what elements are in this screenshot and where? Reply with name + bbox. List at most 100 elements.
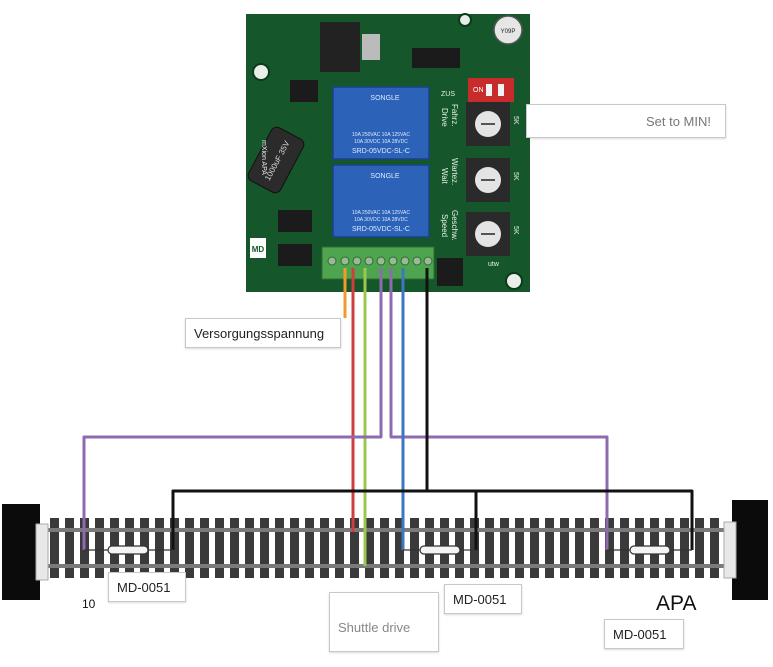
reed-sensor-left bbox=[84, 545, 173, 555]
silk-wait: Wait bbox=[440, 168, 449, 184]
sleeper bbox=[200, 518, 209, 578]
dip-toggle bbox=[486, 84, 492, 96]
wire-purple-left bbox=[82, 268, 383, 550]
shuttle-drive-label: Shuttle drive bbox=[329, 592, 439, 652]
wire-black-bus bbox=[171, 489, 694, 550]
relay-model: SRD-05VDC-SL-C bbox=[352, 226, 410, 233]
silk-speed: Speed bbox=[440, 214, 449, 237]
diode-chip bbox=[278, 210, 312, 232]
sleeper bbox=[185, 518, 194, 578]
sleeper bbox=[620, 518, 629, 578]
sleeper bbox=[260, 518, 269, 578]
sleeper bbox=[710, 518, 719, 578]
rail-top bbox=[40, 528, 730, 532]
sensor-label-right: MD-0051 bbox=[604, 619, 684, 649]
reed-sensor-right bbox=[607, 545, 692, 555]
sleeper bbox=[230, 518, 239, 578]
reed-sensors bbox=[84, 545, 692, 555]
buffer-stop-left bbox=[2, 504, 40, 600]
sensor-label-left: MD-0051 bbox=[108, 572, 186, 602]
mounting-hole bbox=[458, 13, 472, 27]
sleeper bbox=[680, 518, 689, 578]
wire-purple-right bbox=[389, 268, 609, 550]
sleeper bbox=[545, 518, 554, 578]
small-capacitor bbox=[493, 15, 523, 45]
sleeper bbox=[350, 518, 359, 578]
sleeper bbox=[560, 518, 569, 578]
md-logo bbox=[250, 238, 266, 258]
relay-2: SONGLE 10A 250VAC 10A 125VAC 10A 30VDC 1… bbox=[332, 164, 430, 238]
relay-rating: 10A 250VAC 10A 125VAC bbox=[352, 210, 410, 216]
silk-brand: mXion APA bbox=[260, 140, 267, 175]
potentiometer-speed bbox=[466, 212, 510, 256]
relay-1: SONGLE 10A 250VAC 10A 125VAC 10A 30VDC 1… bbox=[332, 86, 430, 160]
number-label: 10 bbox=[82, 597, 96, 611]
sleeper bbox=[245, 518, 254, 578]
electrolytic-capacitor: 1000uF 35V bbox=[247, 126, 305, 194]
sleeper bbox=[50, 518, 59, 578]
sleeper bbox=[575, 518, 584, 578]
silk-on: ON bbox=[473, 87, 484, 94]
sleeper bbox=[590, 518, 599, 578]
sleeper bbox=[530, 518, 539, 578]
relay-brand: SONGLE bbox=[370, 95, 400, 102]
dip-toggle bbox=[498, 84, 504, 96]
voltage-regulator bbox=[320, 22, 360, 72]
sleeper bbox=[695, 518, 704, 578]
sleeper bbox=[95, 518, 104, 578]
buffer-plate-left bbox=[35, 523, 49, 581]
pin-header bbox=[437, 258, 463, 286]
silk-geschw: Geschw. bbox=[450, 210, 459, 241]
pot-label: 5K bbox=[512, 116, 519, 125]
control-board: Y09P 1000uF 35V SONGLE 10A 250VAC 10A 12… bbox=[246, 13, 530, 292]
potentiometer-drive bbox=[466, 102, 510, 146]
rail-bottom bbox=[40, 564, 730, 568]
relay-model: SRD-05VDC-SL-C bbox=[352, 148, 410, 155]
md-logo-text: MD bbox=[252, 245, 265, 254]
sleeper bbox=[335, 518, 344, 578]
relay-rating: 10A 250VAC 10A 125VAC bbox=[352, 132, 410, 138]
sleeper bbox=[410, 518, 419, 578]
silk-zus: ZUS bbox=[441, 91, 455, 98]
sleeper bbox=[515, 518, 524, 578]
sleeper bbox=[485, 518, 494, 578]
sleeper bbox=[395, 518, 404, 578]
silk-drive: Drive bbox=[440, 108, 449, 127]
sleeper bbox=[380, 518, 389, 578]
relay-rating: 10A 30VDC 10A 28VDC bbox=[354, 139, 408, 145]
buffer-stop-right bbox=[732, 500, 768, 600]
mounting-hole bbox=[252, 63, 270, 81]
pot-label: 5K bbox=[512, 172, 519, 181]
ic-chip bbox=[412, 48, 460, 68]
silk-wartez: Wartez. bbox=[450, 158, 459, 185]
reed-sensor-middle bbox=[403, 545, 476, 555]
sleeper bbox=[500, 518, 509, 578]
sleeper bbox=[155, 518, 164, 578]
mounting-hole bbox=[505, 272, 523, 290]
relay-rating: 10A 30VDC 10A 28VDC bbox=[354, 217, 408, 223]
sleeper bbox=[290, 518, 299, 578]
supply-voltage-label: Versorgungsspannung bbox=[185, 318, 341, 348]
sleeper bbox=[365, 518, 374, 578]
diode-chip bbox=[278, 244, 312, 266]
apa-label: APA bbox=[656, 592, 697, 615]
sleeper bbox=[215, 518, 224, 578]
pot-label: 5K bbox=[512, 226, 519, 235]
sleeper bbox=[305, 518, 314, 578]
relay-brand: SONGLE bbox=[370, 173, 400, 180]
silk-utw: utw bbox=[488, 261, 500, 268]
diode-chip bbox=[290, 80, 318, 102]
set-to-min-label: Set to MIN! bbox=[526, 104, 726, 138]
sleeper bbox=[605, 518, 614, 578]
wires bbox=[82, 268, 694, 566]
potentiometer-wait bbox=[466, 158, 510, 202]
sleeper bbox=[275, 518, 284, 578]
sleeper bbox=[65, 518, 74, 578]
silk-fahrz: Fahrz. bbox=[450, 104, 459, 127]
terminal-screws bbox=[327, 256, 433, 266]
small-capacitor-label: Y09P bbox=[501, 29, 516, 35]
sensor-label-middle: MD-0051 bbox=[444, 584, 522, 614]
sleeper bbox=[320, 518, 329, 578]
track-sleepers bbox=[50, 518, 719, 578]
